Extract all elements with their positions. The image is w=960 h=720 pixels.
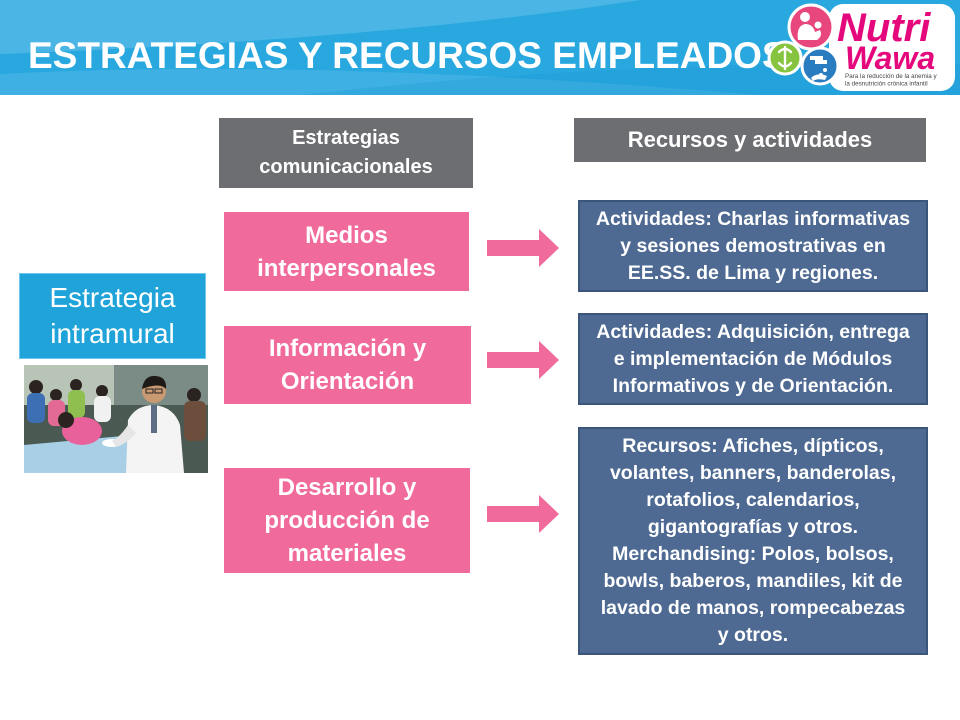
resources-box-modules: Actividades: Adquisición, entrega e impl… <box>578 313 928 405</box>
nutrition-icon <box>767 40 803 76</box>
intramural-strategy-box: Estrategia intramural <box>19 273 206 359</box>
resources-box-text: Actividades: Adquisición, entrega e impl… <box>596 320 910 397</box>
arrow-right-icon <box>487 495 559 533</box>
strategy-box-label: Información y Orientación <box>268 335 427 395</box>
strategy-box-information-orientation: Información y Orientación <box>224 326 471 404</box>
column-header-strategies: Estrategias comunicacionales <box>219 118 473 188</box>
strategy-box-label: Medios interpersonales <box>257 221 436 282</box>
strategy-box-label: Desarrollo y producción de materiales <box>264 474 430 567</box>
logo-tagline-line1: Para la reducción de la anemia y <box>845 73 938 80</box>
resources-box-materials: Recursos: Afiches, dípticos, volantes, b… <box>578 427 928 655</box>
logo-name-part1: Nutri <box>837 6 931 50</box>
mother-baby-icon <box>787 3 835 51</box>
arrow-right-icon <box>487 229 559 267</box>
intramural-strategy-label: Estrategia intramural <box>49 282 176 349</box>
logo-name-part2: Wawa <box>845 40 935 76</box>
column-header-resources: Recursos y actividades <box>574 118 926 162</box>
arrow-right-icon <box>487 341 559 379</box>
column-header-resources-label: Recursos y actividades <box>627 127 873 152</box>
strategy-box-materials-production: Desarrollo y producción de materiales <box>224 468 470 573</box>
logo-tagline-line2: la desnutrición crónica infantil <box>845 81 928 88</box>
slide-title: ESTRATEGIAS Y RECURSOS EMPLEADOS <box>28 35 787 76</box>
column-header-strategies-label: Estrategias comunicacionales <box>259 127 433 178</box>
activity-photo <box>24 365 208 473</box>
handwashing-icon <box>800 46 840 86</box>
slide-header: ESTRATEGIAS Y RECURSOS EMPLEADOS Nutri W… <box>0 0 960 95</box>
nutriwawa-logo: Nutri Wawa Para la reducción de la anemi… <box>767 3 955 91</box>
resources-box-text: Recursos: Afiches, dípticos, volantes, b… <box>600 435 906 646</box>
strategy-box-interpersonal-media: Medios interpersonales <box>224 212 469 291</box>
resources-box-text: Actividades: Charlas informativas y sesi… <box>595 207 911 284</box>
resources-box-talks: Actividades: Charlas informativas y sesi… <box>578 200 928 292</box>
